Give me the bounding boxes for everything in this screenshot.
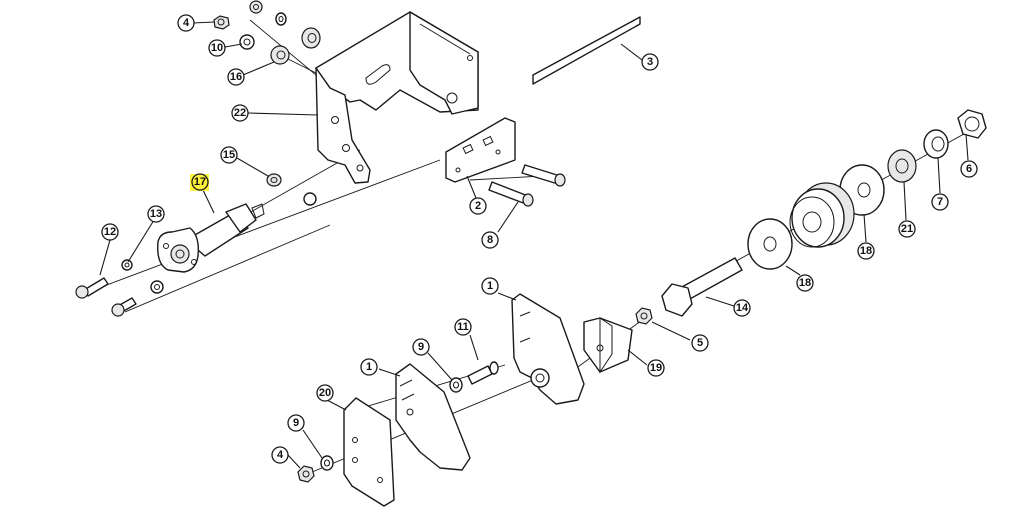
leader-lines <box>99 21 969 469</box>
svg-text:2: 2 <box>475 200 481 212</box>
washer-part-9-upper <box>449 377 463 393</box>
svg-text:1: 1 <box>487 280 493 292</box>
nut-pair-top <box>249 0 287 26</box>
bolt-part-11 <box>467 361 499 385</box>
svg-text:6: 6 <box>966 163 972 175</box>
arm-part-1-upper <box>511 293 585 405</box>
callout-13: 13 <box>147 205 165 223</box>
nut-part-4-top <box>213 15 230 30</box>
washer-part-10 <box>239 34 255 50</box>
washer-part-13 <box>121 259 164 294</box>
callout-14: 14 <box>733 299 751 317</box>
callout-9-upper: 9 <box>412 338 430 356</box>
callout-19: 19 <box>647 359 665 377</box>
svg-text:3: 3 <box>647 56 653 68</box>
callouts: 4 10 16 22 15 17 13 12 <box>101 14 978 464</box>
callout-4-lower: 4 <box>271 446 289 464</box>
callout-18-left: 18 <box>796 274 814 292</box>
svg-text:14: 14 <box>736 302 749 314</box>
washer-part-18-left <box>747 218 793 270</box>
svg-text:21: 21 <box>901 223 913 235</box>
washer-part-7 <box>923 129 949 159</box>
svg-text:1: 1 <box>366 361 372 373</box>
callout-3: 3 <box>641 53 659 71</box>
callout-21: 21 <box>898 220 916 238</box>
assembly-axis-lines <box>87 19 981 476</box>
svg-text:17: 17 <box>194 176 206 188</box>
callout-11: 11 <box>454 318 472 336</box>
svg-text:18: 18 <box>799 277 811 289</box>
callout-9-lower: 9 <box>287 414 305 432</box>
nut-part-6 <box>957 109 987 139</box>
callout-1-lower: 1 <box>360 358 378 376</box>
callout-1-upper: 1 <box>481 277 499 295</box>
bracket-part-19 <box>583 317 633 374</box>
arm-part-1-lower <box>395 363 471 471</box>
callout-20: 20 <box>316 384 334 402</box>
svg-text:15: 15 <box>223 149 235 161</box>
bolt-part-8 <box>488 164 566 207</box>
callout-4-top: 4 <box>177 14 195 32</box>
svg-text:4: 4 <box>277 449 284 461</box>
callout-17-highlighted: 17 <box>190 173 209 191</box>
svg-text:22: 22 <box>234 107 246 119</box>
bracket-part-22 <box>315 11 479 184</box>
callout-15: 15 <box>220 146 238 164</box>
callout-10: 10 <box>208 39 226 57</box>
svg-text:7: 7 <box>937 196 943 208</box>
spacer-part-16 <box>270 27 321 65</box>
callout-12: 12 <box>101 223 119 241</box>
spacer-part-15 <box>266 173 317 206</box>
svg-text:5: 5 <box>697 337 703 349</box>
callout-5: 5 <box>691 334 709 352</box>
bolt-part-14 <box>661 257 743 317</box>
nut-part-5 <box>635 307 653 325</box>
callout-8: 8 <box>481 231 499 249</box>
callout-6: 6 <box>960 160 978 178</box>
callout-2: 2 <box>469 197 487 215</box>
svg-text:16: 16 <box>230 71 242 83</box>
plate-part-2 <box>445 117 516 183</box>
svg-text:9: 9 <box>418 341 424 353</box>
svg-text:4: 4 <box>183 17 190 29</box>
callout-18-right: 18 <box>857 242 875 260</box>
svg-text:20: 20 <box>319 387 331 399</box>
svg-text:9: 9 <box>293 417 299 429</box>
pulley-part <box>789 182 855 248</box>
svg-text:10: 10 <box>211 42 223 54</box>
callout-16: 16 <box>227 68 245 86</box>
svg-text:11: 11 <box>457 321 469 333</box>
strip-part-3 <box>532 16 641 85</box>
nut-part-4-lower <box>297 465 315 483</box>
actuator-part-17 <box>157 203 265 273</box>
svg-text:12: 12 <box>104 226 116 238</box>
svg-text:8: 8 <box>487 234 493 246</box>
screw-part-12 <box>75 277 137 317</box>
washer-part-9-lower <box>320 455 334 471</box>
plate-part-20 <box>343 397 395 507</box>
spacer-part-21 <box>887 149 917 183</box>
svg-text:13: 13 <box>150 208 162 220</box>
svg-text:19: 19 <box>650 362 662 374</box>
callout-7: 7 <box>931 193 949 211</box>
callout-22: 22 <box>231 104 249 122</box>
svg-text:18: 18 <box>860 245 872 257</box>
